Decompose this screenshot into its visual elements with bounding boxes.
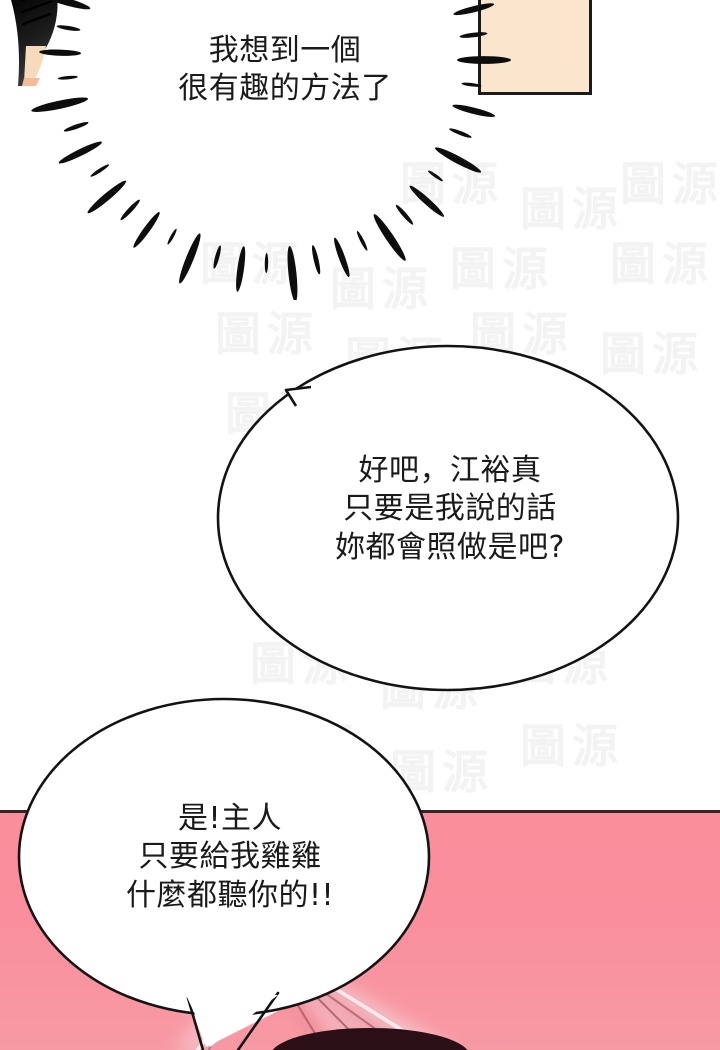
bottom-speech-balloon: [17, 697, 431, 1050]
middle-speech-balloon: [216, 344, 680, 692]
bottom-balloon-text: 是!主人 只要給我雞雞 什麼都聽你的!!: [125, 801, 335, 913]
burst-balloon-text: 我想到一個 很有趣的方法了: [178, 33, 392, 107]
hair-fragment: [11, 0, 58, 86]
middle-balloon-text: 好吧，江裕真 只要是我說的話 妳都會照做是吧?: [335, 453, 565, 565]
dark-silhouette-mass: [270, 1028, 470, 1050]
burst-speech-balloon: [31, 0, 511, 300]
cream-panel-fragment: [478, 0, 592, 95]
